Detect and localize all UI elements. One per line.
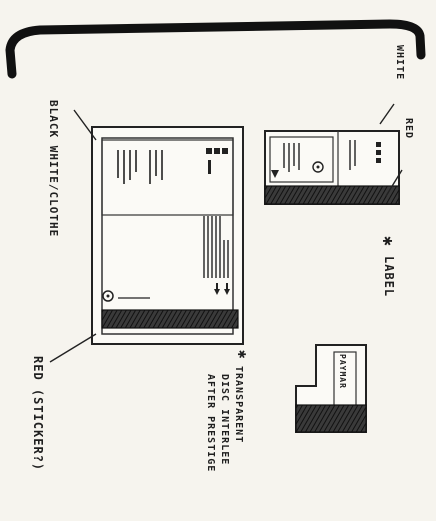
annotation-transparent-line3: AFTER PRESTIGE — [205, 374, 216, 472]
small-sticker-text: PAYMAR — [338, 354, 347, 389]
small-sticker — [296, 345, 366, 432]
annotation-transparent-line2: DISC INTERLEE — [219, 374, 230, 465]
top-bracket — [10, 24, 421, 74]
annotation-star-label: ✱ — [379, 236, 398, 247]
label-card-red-band — [265, 186, 399, 204]
label-card — [265, 131, 399, 204]
annotation-star-transparent: ✱ — [234, 350, 250, 359]
main-card — [92, 127, 243, 344]
annotation-transparent-line1: TRANSPARENT — [233, 366, 244, 443]
annotation-red-top: RED — [403, 118, 414, 139]
annotation-label: LABEL — [382, 256, 396, 297]
annotation-red-sticker: RED (STICKER?) — [31, 356, 45, 471]
annotation-white: WHITE — [394, 45, 405, 80]
main-card-red-band — [102, 310, 238, 328]
annotation-black-white-clothe: BLACK WHITE/CLOTHE — [47, 100, 60, 237]
small-sticker-red-band — [296, 405, 366, 432]
